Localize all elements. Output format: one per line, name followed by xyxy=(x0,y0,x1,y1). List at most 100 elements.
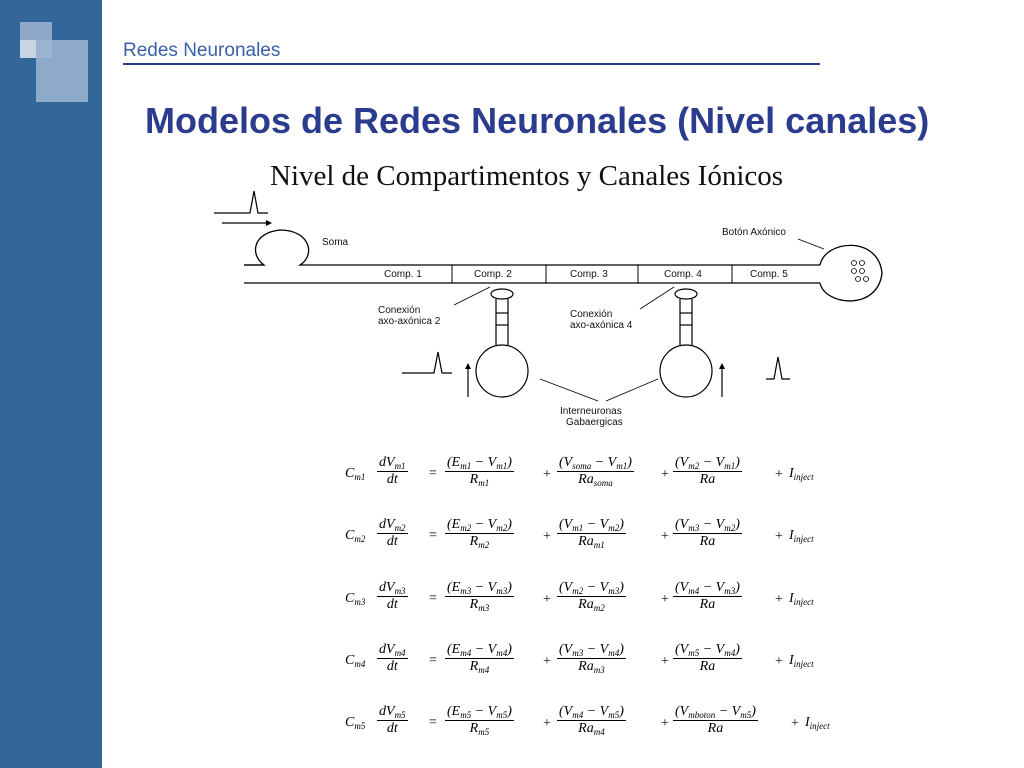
prev-coupling: (Vm3 − Vm4)Ram3 xyxy=(557,642,626,675)
leak-term-den: Rm1 xyxy=(469,472,490,488)
prev-coupling-bar xyxy=(557,596,626,597)
prev-coupling-num: (Vm2 − Vm3) xyxy=(559,580,624,596)
derivative-bar xyxy=(377,471,408,472)
leak-term-bar xyxy=(445,596,514,597)
inject-current: Iinject xyxy=(805,715,830,731)
page-subtitle: Nivel de Compartimentos y Canales Iónico… xyxy=(270,160,784,192)
leak-term-num: (Em3 − Vm3) xyxy=(447,580,512,596)
plus-sign: + xyxy=(661,529,669,544)
interneuronas-line2: Gabaergicas xyxy=(566,417,623,428)
prev-coupling: (Vm2 − Vm3)Ram2 xyxy=(557,580,626,613)
boton-axonico xyxy=(819,244,883,302)
leak-term-den: Rm3 xyxy=(469,597,490,613)
derivative-den: dt xyxy=(386,534,398,549)
comp-4-label: Comp. 4 xyxy=(664,269,702,280)
prev-coupling-den: Rasoma xyxy=(578,472,613,488)
next-coupling-den: Ra xyxy=(699,472,716,487)
plus-sign: + xyxy=(543,654,551,669)
leak-term-den: Rm5 xyxy=(469,721,490,737)
capacitance-term: Cm3 xyxy=(345,591,366,607)
prev-coupling: (Vsoma − Vm1)Rasoma xyxy=(557,455,634,488)
prev-coupling-bar xyxy=(557,471,634,472)
next-coupling: (Vm4 − Vm3)Ra xyxy=(673,580,742,613)
prev-coupling-bar xyxy=(557,533,626,534)
plus-sign: + xyxy=(543,716,551,731)
prev-coupling-bar xyxy=(557,658,626,659)
next-coupling: (Vm3 − Vm2)Ra xyxy=(673,517,742,550)
next-coupling: (Vm2 − Vm1)Ra xyxy=(673,455,742,488)
equals-sign: = xyxy=(429,653,437,668)
derivative-bar xyxy=(377,596,408,597)
derivative-bar xyxy=(377,658,408,659)
derivative-num: dVm2 xyxy=(379,517,406,533)
leak-term: (Em5 − Vm5)Rm5 xyxy=(445,704,514,737)
equals-sign: = xyxy=(429,591,437,606)
plus-sign: + xyxy=(775,592,783,607)
plus-sign: + xyxy=(661,654,669,669)
leak-term-bar xyxy=(445,471,514,472)
conexion-2-line2: axo-axónica 2 xyxy=(378,316,441,327)
conexion-2-line1: Conexión xyxy=(378,305,420,316)
next-coupling-den: Ra xyxy=(699,597,716,612)
boton-label: Botón Axónico xyxy=(722,227,786,238)
decor-square xyxy=(36,40,88,102)
leak-term-num: (Em2 − Vm2) xyxy=(447,517,512,533)
leak-term-num: (Em4 − Vm4) xyxy=(447,642,512,658)
prev-coupling-den: Ram1 xyxy=(578,534,605,550)
comp-1-label: Comp. 1 xyxy=(384,269,422,280)
derivative-den: dt xyxy=(386,597,398,612)
neuron-diagram: Soma Comp. 1 Comp. 2 Comp. 3 Comp. 4 Com… xyxy=(214,190,883,428)
prev-coupling-num: (Vm1 − Vm2) xyxy=(559,517,624,533)
plus-sign: + xyxy=(661,467,669,482)
interneuron-4 xyxy=(659,288,713,398)
leak-term: (Em1 − Vm1)Rm1 xyxy=(445,455,514,488)
equals-sign: = xyxy=(429,528,437,543)
derivative-den: dt xyxy=(386,721,398,736)
next-coupling-den: Ra xyxy=(699,659,716,674)
derivative-den: dt xyxy=(386,659,398,674)
plus-sign: + xyxy=(791,716,799,731)
next-coupling-bar xyxy=(673,471,742,472)
decor-square xyxy=(20,40,36,58)
equals-sign: = xyxy=(429,715,437,730)
derivative-num: dVm1 xyxy=(379,455,406,471)
next-coupling: (Vm5 − Vm4)Ra xyxy=(673,642,742,675)
plus-sign: + xyxy=(661,716,669,731)
breadcrumb-underline xyxy=(123,63,820,65)
soma-shape xyxy=(244,229,820,266)
prev-coupling-num: (Vsoma − Vm1) xyxy=(559,455,632,471)
inject-current: Iinject xyxy=(789,591,814,607)
comp-2-label: Comp. 2 xyxy=(474,269,512,280)
sidebar-band xyxy=(0,0,102,768)
prev-coupling-den: Ram3 xyxy=(578,659,605,675)
leak-term-den: Rm2 xyxy=(469,534,490,550)
derivative-num: dVm3 xyxy=(379,580,406,596)
leak-term: (Em2 − Vm2)Rm2 xyxy=(445,517,514,550)
breadcrumb: Redes Neuronales xyxy=(123,40,281,61)
interneuronas-line1: Interneuronas xyxy=(560,406,622,417)
plus-sign: + xyxy=(661,592,669,607)
derivative-bar xyxy=(377,533,408,534)
next-coupling-num: (Vmboton − Vm5) xyxy=(675,704,756,720)
derivative-num: dVm5 xyxy=(379,704,406,720)
leak-term-bar xyxy=(445,720,514,721)
conexion-4-line1: Conexión xyxy=(570,309,612,320)
next-coupling-num: (Vm3 − Vm2) xyxy=(675,517,740,533)
plus-sign: + xyxy=(543,592,551,607)
leak-term: (Em3 − Vm3)Rm3 xyxy=(445,580,514,613)
plus-sign: + xyxy=(775,467,783,482)
plus-sign: + xyxy=(775,654,783,669)
inject-current: Iinject xyxy=(789,466,814,482)
next-coupling-bar xyxy=(673,720,758,721)
conexion-4-line2: axo-axónica 4 xyxy=(570,320,633,331)
derivative-den: dt xyxy=(386,472,398,487)
inject-current: Iinject xyxy=(789,528,814,544)
equals-sign: = xyxy=(429,466,437,481)
capacitance-term: Cm1 xyxy=(345,466,366,482)
